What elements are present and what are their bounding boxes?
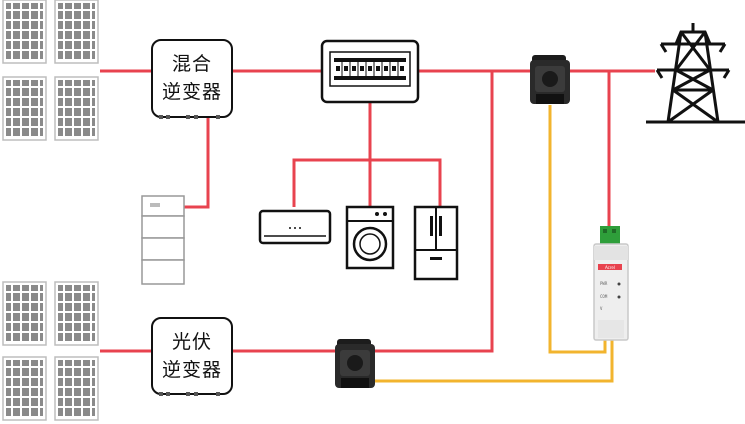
ct-bottom-to-meter-line bbox=[372, 340, 614, 383]
air-conditioner bbox=[258, 209, 332, 245]
pv-array-bottom bbox=[2, 281, 99, 421]
battery-to-hybrid-line bbox=[184, 118, 210, 209]
hybrid-inverter-label-2: 逆变器 bbox=[162, 81, 222, 103]
ct-clamp-bottom bbox=[335, 339, 375, 388]
pv-inverter-label-2: 逆变器 bbox=[162, 359, 222, 381]
washing-machine bbox=[345, 205, 395, 270]
breaker-panel bbox=[320, 39, 420, 104]
hybrid-inverter-label-1: 混合 bbox=[172, 53, 212, 75]
pv-inverter-label-1: 光伏 bbox=[172, 331, 212, 353]
ct-top-to-meter-line bbox=[548, 105, 607, 354]
energy-meter: Acrel PWR COM V bbox=[593, 226, 629, 341]
meter-led-v: V bbox=[600, 306, 603, 311]
loads-bus-line bbox=[292, 158, 442, 207]
signal-lines bbox=[372, 105, 614, 383]
pv-inverter: 光伏 逆变器 bbox=[151, 317, 233, 396]
meter-led-com: COM bbox=[600, 294, 608, 299]
ct-clamp-top bbox=[530, 55, 570, 104]
meter-led-pwr: PWR bbox=[600, 281, 608, 286]
pv-array-top bbox=[2, 0, 99, 141]
pvinv-to-main-line bbox=[232, 71, 494, 353]
transmission-tower-icon bbox=[646, 23, 745, 124]
refrigerator bbox=[413, 205, 459, 281]
hybrid-inverter: 混合 逆变器 bbox=[151, 39, 233, 119]
meter-brand: Acrel bbox=[605, 265, 615, 270]
battery-stack bbox=[141, 195, 185, 285]
